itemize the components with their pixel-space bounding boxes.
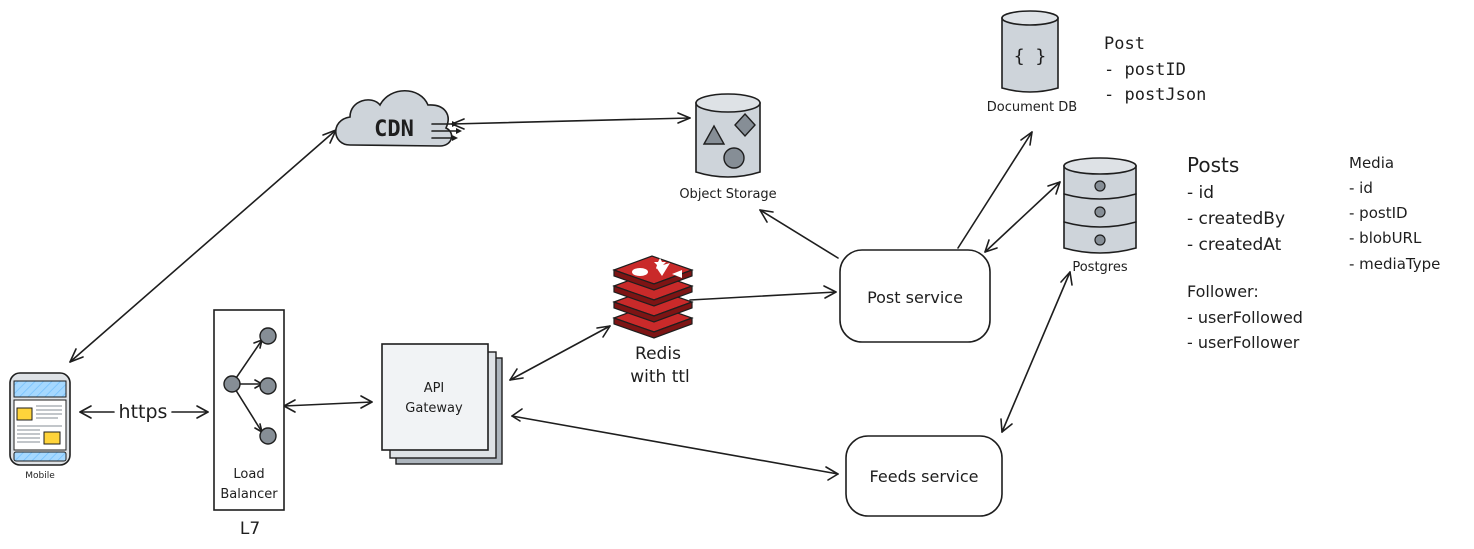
api-gateway-node: API Gateway: [381, 343, 503, 465]
diamond-shape: [734, 112, 756, 138]
document-db-label: Document DB: [987, 100, 1077, 115]
schema-post-field: - postID: [1104, 60, 1186, 80]
post-service-box: [839, 249, 991, 343]
edge-gateway-feeds-service: [511, 408, 839, 481]
connectors: [69, 112, 1073, 481]
triangle-shape: [702, 124, 726, 145]
schema-follower: Follower: - userFollowed - userFollower: [1187, 282, 1303, 352]
redis-label-line1: Redis: [635, 344, 681, 364]
object-storage-node: Object Storage: [679, 93, 777, 202]
feeds-service-node: Feeds service: [845, 435, 1003, 517]
cdn-node: CDN: [334, 90, 462, 147]
api-gateway-label-line1: API: [424, 381, 445, 396]
schema-posts-field: - id: [1187, 183, 1214, 203]
schema-media: Media - id - postID - blobURL - mediaTyp…: [1349, 154, 1440, 273]
schema-media-field: - mediaType: [1349, 255, 1440, 273]
edge-redis-post-service: [689, 285, 837, 301]
edge-mobile-cdn: [69, 129, 337, 363]
load-balancer-label-line2: Balancer: [220, 487, 278, 502]
database-icon: [1001, 17, 1059, 93]
speed-arrows-icon: [431, 121, 462, 141]
api-gateway-box: [381, 343, 489, 451]
schema-post-title: Post: [1104, 34, 1145, 54]
redis-icon: [612, 255, 694, 339]
edge-post-service-document-db: [957, 131, 1033, 249]
https-label: https: [119, 401, 168, 423]
schema-media-field: - postID: [1349, 204, 1408, 222]
feeds-service-label: Feeds service: [870, 467, 979, 486]
fan-out-icon: [223, 327, 277, 445]
mobile-node: Mobile: [9, 372, 71, 481]
edge-post-service-postgres: [984, 181, 1061, 253]
schema-follower-title: Follower:: [1187, 282, 1259, 301]
schema-posts-title: Posts: [1187, 153, 1239, 177]
edge-feeds-service-postgres: [1000, 271, 1073, 433]
cdn-label: CDN: [374, 117, 414, 142]
edge-mobile-load-balancer: [79, 405, 209, 419]
edge-load-balancer-gateway: [283, 395, 373, 413]
mobile-label: Mobile: [25, 471, 55, 481]
postgres-node: Postgres: [1063, 157, 1137, 275]
circle-shape: [723, 147, 745, 169]
feeds-service-box: [845, 435, 1003, 517]
object-storage-label: Object Storage: [679, 187, 776, 202]
schema-post-field: - postJson: [1104, 85, 1206, 105]
postgres-label: Postgres: [1072, 260, 1128, 275]
document-db-node: { } Document DB: [987, 10, 1077, 115]
post-service-node: Post service: [839, 249, 991, 343]
schema-post: Post - postID - postJson: [1104, 34, 1206, 105]
load-balancer-layer-label: L7: [240, 519, 260, 539]
api-gateway-label-line2: Gateway: [405, 401, 463, 416]
redis-label-line2: with ttl: [630, 367, 690, 387]
load-balancer-label-line1: Load: [233, 467, 264, 482]
schema-follower-field: - userFollowed: [1187, 308, 1303, 327]
load-balancer-node: Load Balancer L7: [213, 309, 285, 539]
schema-posts-field: - createdBy: [1187, 209, 1285, 229]
schema-media-title: Media: [1349, 154, 1394, 172]
edge-gateway-redis: [509, 325, 611, 381]
redis-node: Redis with ttl: [612, 255, 694, 387]
post-service-label: Post service: [867, 288, 963, 307]
braces-icon: { }: [1014, 46, 1047, 67]
schema-media-field: - blobURL: [1349, 229, 1422, 247]
schema-follower-field: - userFollower: [1187, 333, 1300, 352]
edge-post-service-object-storage: [759, 209, 839, 259]
schema-posts-field: - createdAt: [1187, 235, 1282, 255]
schema-media-field: - id: [1349, 179, 1373, 197]
schema-posts: Posts - id - createdBy - createdAt: [1187, 153, 1285, 255]
edge-cdn-object-storage: [451, 112, 691, 130]
